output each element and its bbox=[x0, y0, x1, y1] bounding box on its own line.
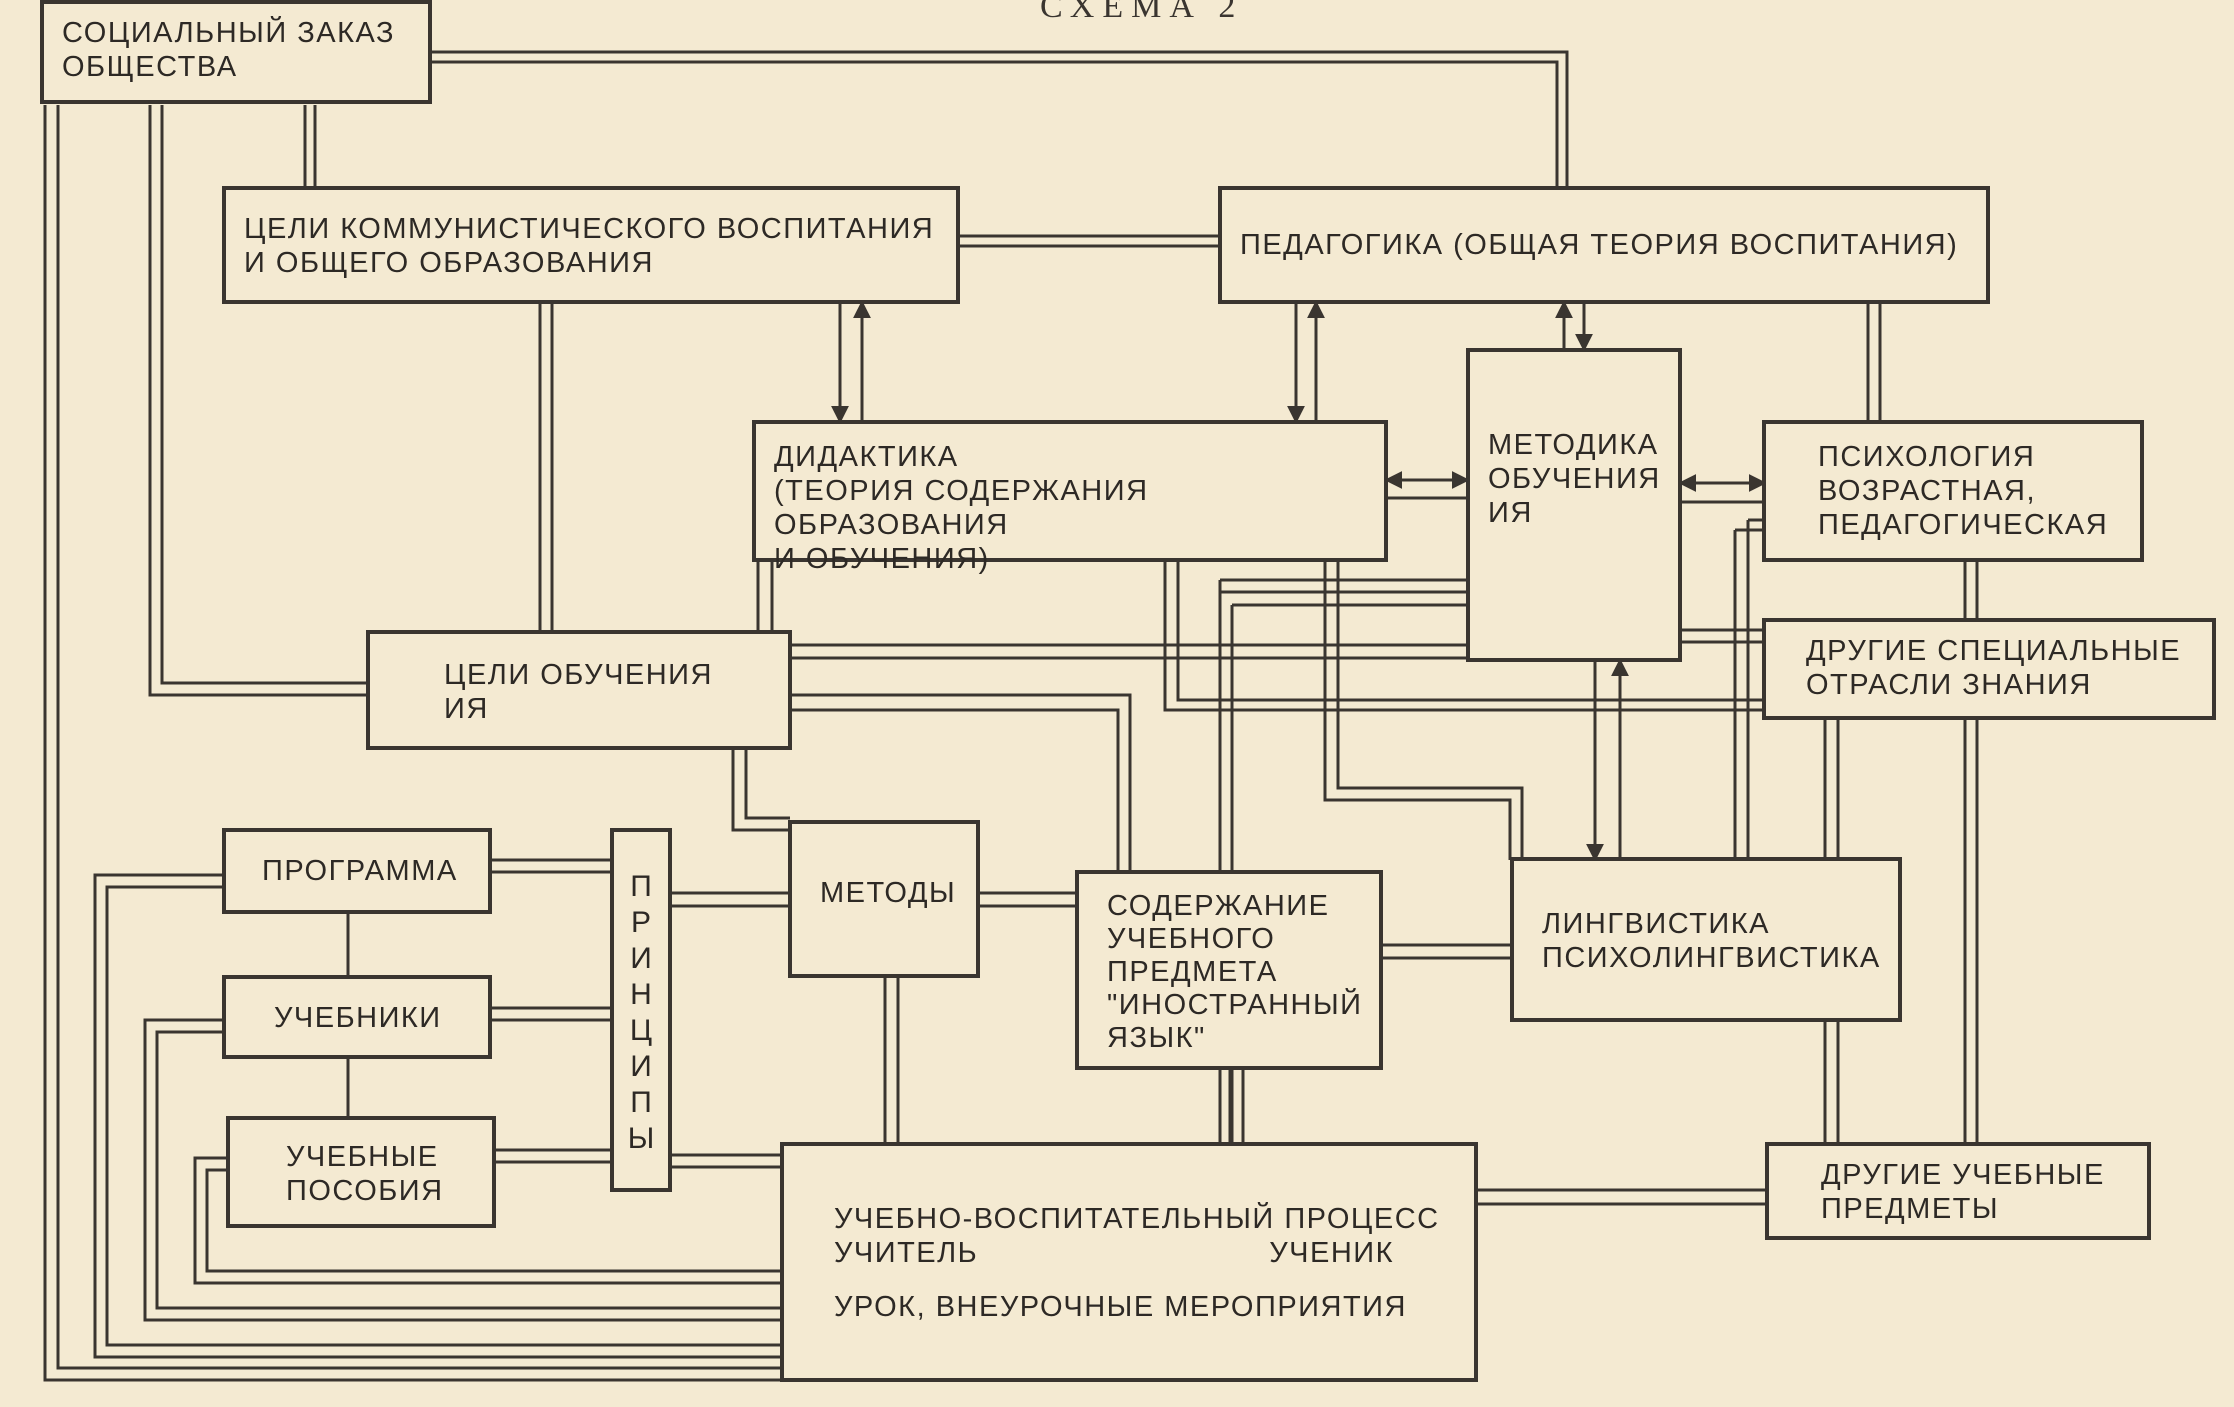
principles-letter: И bbox=[630, 942, 652, 975]
other-fields-box: ДРУГИЕ СПЕЦИАЛЬНЫЕ ОТРАСЛИ ЗНАНИЯ bbox=[1762, 618, 2216, 720]
methods-box: МЕТОДЫ bbox=[788, 820, 980, 978]
manuals-box: УЧЕБНЫЕ ПОСОБИЯ bbox=[226, 1116, 496, 1228]
principles-letter: П bbox=[630, 870, 652, 903]
process-participants: УЧИТЕЛЬ УЧЕНИК bbox=[834, 1236, 1394, 1270]
learning-process-box: УЧЕБНО-ВОСПИТАТЕЛЬНЫЙ ПРОЦЕСС УЧИТЕЛЬ УЧ… bbox=[780, 1142, 1478, 1382]
principles-letter: Н bbox=[630, 978, 652, 1011]
linguistics-box: ЛИНГВИСТИКА ПСИХОЛИНГВИСТИКА bbox=[1510, 857, 1902, 1022]
process-lessons: УРОК, ВНЕУРОЧНЫЕ МЕРОПРИЯТИЯ bbox=[834, 1291, 1407, 1323]
principles-letter: Р bbox=[630, 906, 651, 939]
didactics-box: ДИДАКТИКА (ТЕОРИЯ СОДЕРЖАНИЯ ОБРАЗОВАНИЯ… bbox=[752, 420, 1388, 575]
diagram-title: СХЕМА 2 bbox=[1040, 0, 1244, 25]
process-teacher: УЧИТЕЛЬ bbox=[834, 1237, 979, 1269]
methodology-box: МЕТОДИКА ОБУЧЕНИЯ ИЯ bbox=[1466, 348, 1682, 662]
social-order-box: СОЦИАЛЬНЫЙ ЗАКАЗ ОБЩЕСТВА bbox=[40, 0, 432, 104]
principles-letter: И bbox=[630, 1050, 652, 1083]
other-subjects-box: ДРУГИЕ УЧЕБНЫЕ ПРЕДМЕТЫ bbox=[1765, 1142, 2151, 1240]
principles-box: П Р И Н Ц И П Ы bbox=[610, 828, 672, 1192]
pedagogy-box: ПЕДАГОГИКА (ОБЩАЯ ТЕОРИЯ ВОСПИТАНИЯ) bbox=[1218, 186, 1990, 304]
principles-letter: Ы bbox=[627, 1122, 655, 1155]
communist-goals-box: ЦЕЛИ КОММУНИСТИЧЕСКОГО ВОСПИТАНИЯ И ОБЩЕ… bbox=[222, 186, 960, 304]
content-box: СОДЕРЖАНИЕ УЧЕБНОГО ПРЕДМЕТА "ИНОСТРАННЫ… bbox=[1075, 870, 1383, 1070]
learning-goals-box: ЦЕЛИ ОБУЧЕНИЯ ИЯ bbox=[366, 630, 792, 750]
psychology-box: ПСИХОЛОГИЯ ВОЗРАСТНАЯ, ПЕДАГОГИЧЕСКАЯ bbox=[1762, 420, 2144, 562]
process-student: УЧЕНИК bbox=[1269, 1237, 1394, 1269]
principles-letter: П bbox=[630, 1086, 652, 1119]
process-title: УЧЕБНО-ВОСПИТАТЕЛЬНЫЙ ПРОЦЕСС bbox=[834, 1203, 1440, 1235]
program-box: ПРОГРАММА bbox=[222, 828, 492, 914]
principles-letter: Ц bbox=[629, 1014, 653, 1047]
textbooks-box: УЧЕБНИКИ bbox=[222, 975, 492, 1059]
